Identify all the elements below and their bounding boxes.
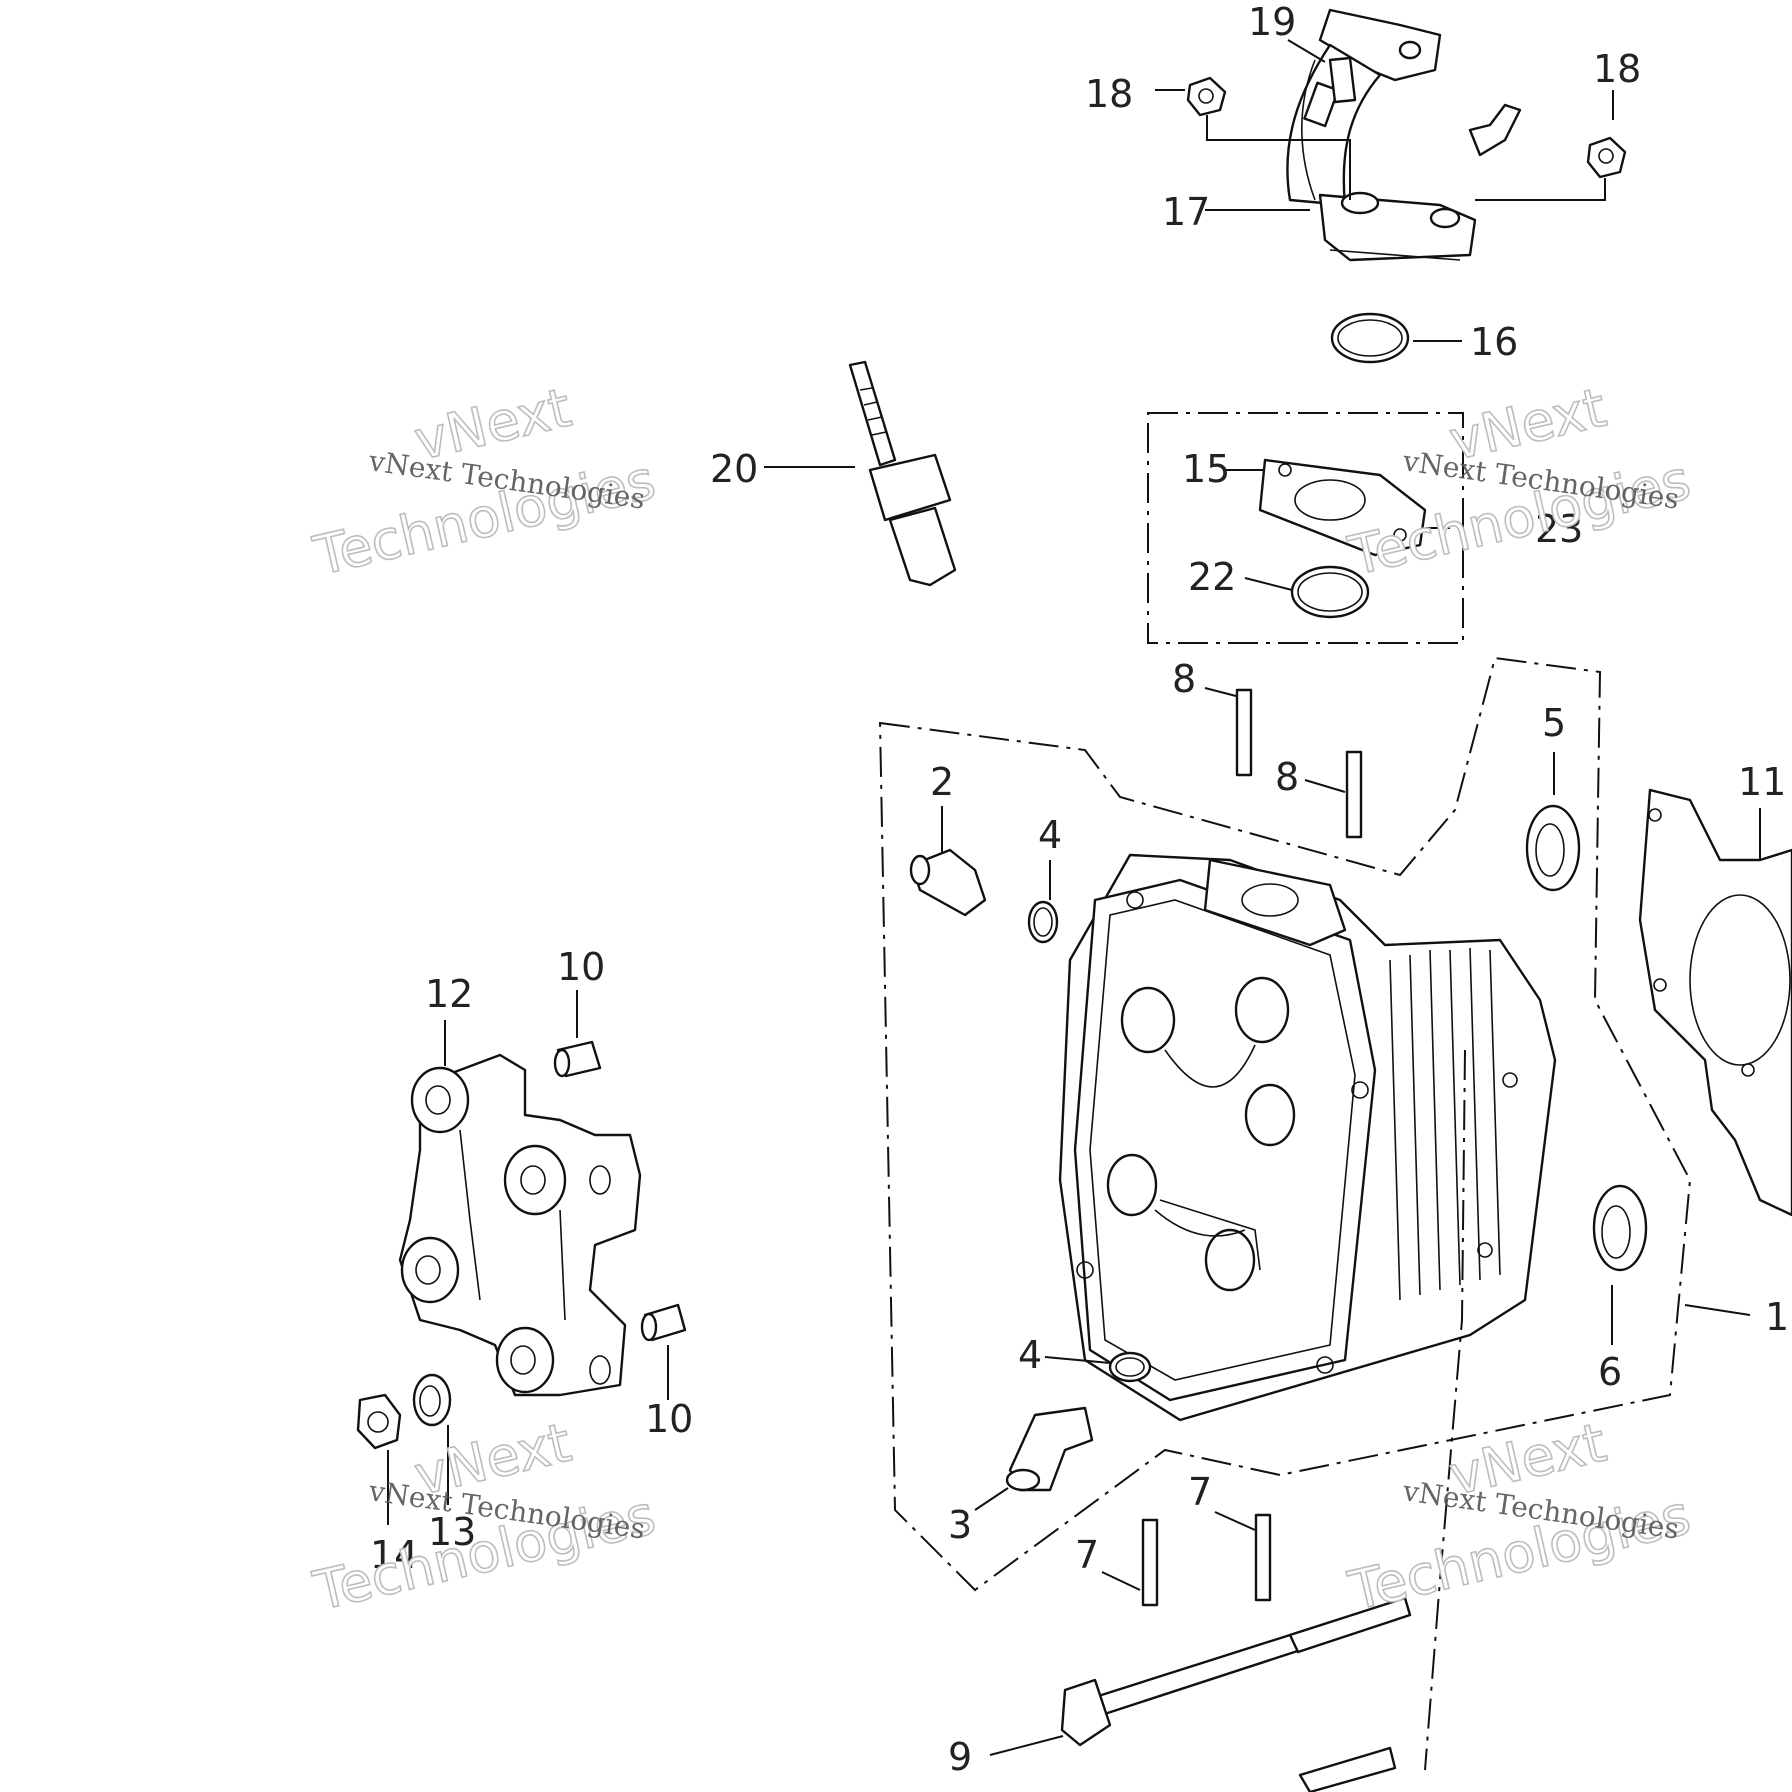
valve-seal-part-6: [1592, 1184, 1648, 1272]
leader-lines: [387, 39, 1761, 1756]
callout-22: 22: [1188, 555, 1236, 599]
head-gasket-part-11: [1638, 788, 1792, 1217]
callout-10-bottom: 10: [645, 1397, 693, 1441]
cylinder-head-assembly-outline: [878, 656, 1692, 1592]
flange-nut-part-18-right: [1586, 136, 1627, 179]
callout-18-left: 18: [1085, 72, 1133, 116]
watermark-top-left: vNext Technologies vNext Technologies: [307, 375, 662, 589]
callout-7-left: 7: [1075, 1533, 1099, 1577]
callout-11: 11: [1738, 760, 1786, 804]
watermark-top-right: vNext Technologies vNext Technologies: [1342, 375, 1697, 589]
stud-part-7-right: [1254, 1513, 1272, 1602]
bolt-alignment-line: [1424, 1049, 1466, 1771]
callout-12: 12: [425, 972, 473, 1016]
callout-16: 16: [1470, 320, 1518, 364]
callout-5: 5: [1542, 701, 1566, 745]
callout-1: 1: [1765, 1295, 1789, 1339]
callout-23: 23: [1535, 507, 1583, 551]
washer-part-13: [412, 1373, 452, 1427]
callout-labels: 1 2 3 4 4 5 6 7 7 8 8 9 10 10 11 12 13 1…: [370, 0, 1789, 1779]
callout-20: 20: [710, 447, 758, 491]
callout-10-top: 10: [557, 945, 605, 989]
o-ring-part-16: [1330, 312, 1410, 364]
callout-9: 9: [948, 1735, 972, 1779]
insulator-part-15: [1258, 458, 1427, 557]
o-ring-part-22: [1290, 565, 1370, 619]
leader-18-right: [1475, 178, 1606, 201]
nut-part-14: [356, 1393, 402, 1450]
callout-19: 19: [1248, 0, 1296, 44]
stud-part-7-left: [1141, 1518, 1159, 1607]
callout-8-lower: 8: [1275, 755, 1299, 799]
dowel-part-10-top: [553, 1040, 602, 1078]
valve-seal-part-5: [1525, 804, 1581, 892]
callout-13: 13: [428, 1510, 476, 1554]
o-ring-part-4-bottom: [1108, 1351, 1152, 1383]
callout-17: 17: [1162, 190, 1210, 234]
head-bolt-part-9: [1060, 1596, 1412, 1792]
callout-4-bottom: 4: [1018, 1333, 1042, 1377]
stud-part-8-lower: [1345, 750, 1363, 839]
callout-18-right: 18: [1593, 47, 1641, 91]
callout-15: 15: [1182, 447, 1230, 491]
rocker-arm-holder-part-12: [398, 1053, 642, 1397]
callout-6: 6: [1598, 1350, 1622, 1394]
spark-plug-part-20: [848, 360, 957, 587]
callout-3: 3: [948, 1503, 972, 1547]
flange-nut-part-18-left: [1186, 76, 1227, 117]
cylinder-head-part-1: [1058, 853, 1557, 1422]
stud-bolt-part-19b: [1468, 103, 1522, 157]
dowel-pin-part-3: [1005, 1406, 1094, 1492]
callout-7-right: 7: [1188, 1470, 1212, 1514]
callout-8-upper: 8: [1172, 657, 1196, 701]
watermark-bottom-right: vNext Technologies vNext Technologies: [1342, 1410, 1697, 1624]
callout-14: 14: [370, 1533, 418, 1577]
callout-4-top: 4: [1038, 813, 1062, 857]
leader-18-left: [1206, 115, 1351, 200]
callout-2: 2: [930, 760, 954, 804]
stud-bolt-part-19: [1303, 56, 1357, 128]
dowel-pin-part-2: [909, 848, 987, 917]
stud-part-8-upper: [1235, 688, 1253, 777]
watermark-bottom-left: vNext Technologies vNext Technologies: [307, 1410, 662, 1624]
o-ring-part-4-top: [1027, 900, 1059, 944]
insulator-kit-box: [1147, 412, 1464, 644]
intake-pipe-part-17: [1286, 8, 1477, 262]
dowel-part-10-bottom: [640, 1303, 687, 1342]
